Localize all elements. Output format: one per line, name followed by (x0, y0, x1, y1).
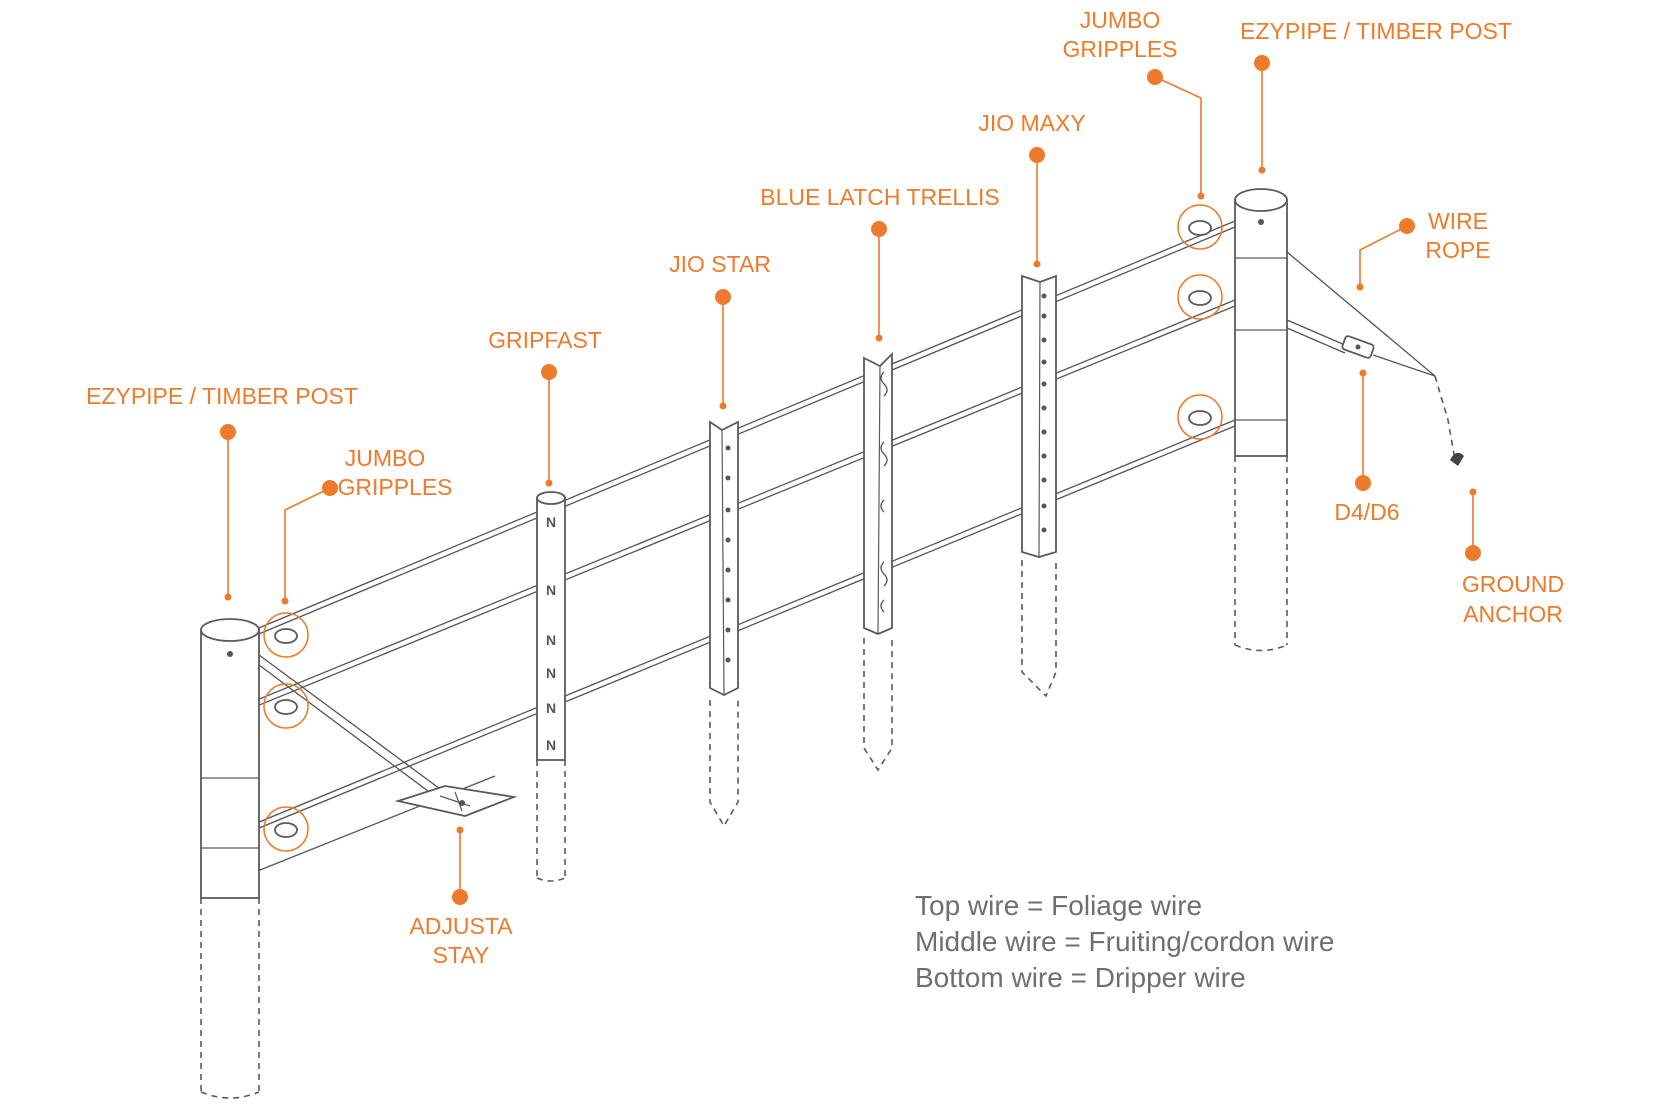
wire-rope-upper (1286, 251, 1436, 377)
label-right-post: EZYPIPE / TIMBER POST (1240, 18, 1512, 44)
right-gripple-middle-icon (1188, 290, 1212, 306)
callouts (220, 55, 1481, 905)
left-gripple-middle-ring (263, 683, 309, 729)
right-gripple-top-icon (1188, 220, 1212, 236)
legend-top-wire: Top wire = Foliage wire (915, 890, 1202, 921)
label-wire-rope-line2: ROPE (1425, 237, 1490, 263)
label-jio-star: JIO STAR (669, 251, 771, 277)
label-ground-anchor-line1: GROUND (1462, 571, 1564, 597)
svg-text:N: N (546, 665, 556, 681)
svg-text:N: N (546, 582, 556, 598)
left-gripple-bottom-icon (274, 822, 298, 838)
label-right-gripples-line1: JUMBO (1080, 7, 1161, 33)
label-left-gripples-line2: GRIPPLES (337, 474, 452, 500)
svg-text:N: N (546, 514, 556, 530)
ground-anchor-icon (1450, 452, 1464, 466)
blue-latch-trellis-post (863, 351, 893, 772)
label-gripfast: GRIPFAST (488, 327, 602, 353)
wire-rope-assembly (1286, 251, 1464, 466)
left-gripple-top-ring (263, 612, 309, 658)
label-right-gripples-line2: GRIPPLES (1062, 36, 1177, 62)
label-adjusta-stay-line2: STAY (433, 942, 490, 968)
left-gripple-bottom-ring (263, 806, 309, 852)
label-adjusta-stay-line1: ADJUSTA (409, 913, 513, 939)
right-post-ground (1234, 456, 1288, 652)
label-ground-anchor-line2: ANCHOR (1463, 601, 1563, 627)
legend-bottom-wire: Bottom wire = Dripper wire (915, 962, 1246, 993)
adjusta-stay (258, 654, 518, 817)
legend-middle-wire: Middle wire = Fruiting/cordon wire (915, 926, 1334, 957)
label-d4-d6: D4/D6 (1334, 499, 1399, 525)
gripfast-post-body (536, 497, 566, 761)
label-jio-maxy: JIO MAXY (978, 110, 1085, 136)
right-gripple-middle-ring (1177, 274, 1223, 320)
svg-text:N: N (546, 700, 556, 716)
svg-text:N: N (546, 737, 556, 753)
right-post-top (1234, 188, 1288, 212)
left-post-ground (200, 898, 260, 1099)
left-gripples (263, 612, 309, 852)
right-gripple-bottom-icon (1188, 410, 1212, 426)
svg-text:N: N (546, 632, 556, 648)
label-wire-rope-line1: WIRE (1428, 208, 1488, 234)
left-post-body (200, 629, 260, 899)
wire-legend: Top wire = Foliage wire Middle wire = Fr… (915, 890, 1334, 993)
left-post-top (200, 618, 260, 642)
jio-maxy-post (1021, 274, 1057, 698)
gripfast-post: N N N N N N (536, 491, 566, 882)
label-left-post: EZYPIPE / TIMBER POST (86, 383, 358, 409)
labels: EZYPIPE / TIMBER POST JUMBO GRIPPLES GRI… (86, 7, 1564, 968)
left-gripple-top-icon (274, 628, 298, 644)
left-end-post (200, 618, 260, 1099)
right-end-post (1234, 188, 1288, 652)
jio-star-post (709, 420, 739, 828)
right-gripple-top-ring (1177, 204, 1223, 250)
label-left-gripples-line1: JUMBO (345, 445, 426, 471)
right-gripple-bottom-ring (1177, 394, 1223, 440)
left-gripple-middle-icon (274, 699, 298, 715)
right-post-body (1234, 199, 1288, 457)
right-gripples (1177, 204, 1223, 440)
label-blue-latch-trellis: BLUE LATCH TRELLIS (760, 184, 999, 210)
